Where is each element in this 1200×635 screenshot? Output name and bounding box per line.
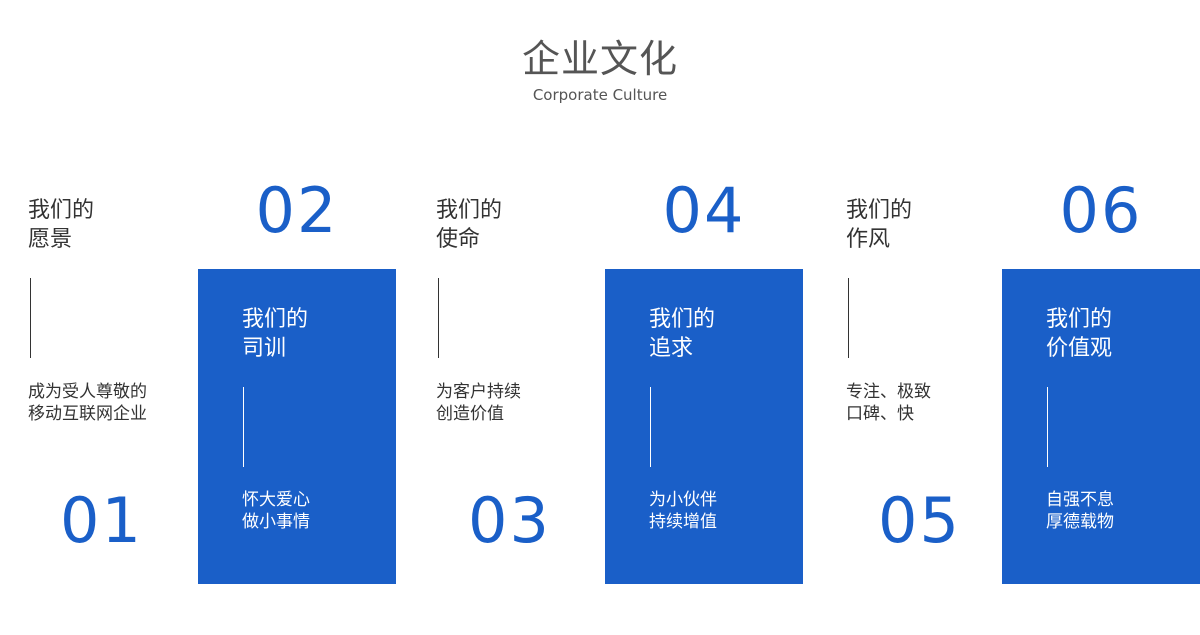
- divider-line: [650, 387, 651, 467]
- card-description: 怀大爱心 做小事情: [242, 490, 310, 532]
- page-title: 企业文化: [521, 37, 678, 81]
- card-heading: 我们的 追求: [649, 307, 716, 361]
- card-description: 为小伙伴 持续增值: [649, 490, 717, 532]
- divider-line: [438, 278, 439, 358]
- divider-line: [1047, 387, 1048, 467]
- card-number: 05: [878, 484, 961, 557]
- card-description: 专注、极致 口碑、快: [846, 382, 931, 424]
- card-number: 03: [468, 484, 551, 557]
- card-heading: 我们的 作风: [846, 198, 913, 252]
- card-heading: 我们的 愿景: [28, 198, 95, 252]
- card-description: 自强不息 厚德载物: [1046, 490, 1114, 532]
- culture-card-motto: 我们的 司训 怀大爱心 做小事情: [198, 269, 396, 584]
- card-description: 成为受人尊敬的 移动互联网企业: [28, 382, 147, 424]
- divider-line: [243, 387, 244, 467]
- divider-line: [30, 278, 31, 358]
- card-number: 02: [255, 174, 339, 247]
- card-number: 06: [1059, 174, 1143, 247]
- culture-card-mission: 我们的 使命 为客户持续 创造价值 03: [408, 180, 606, 585]
- page-subtitle: Corporate Culture: [532, 86, 668, 104]
- card-number: 01: [60, 484, 143, 557]
- culture-card-values: 我们的 价值观 自强不息 厚德载物: [1002, 269, 1200, 584]
- card-heading: 我们的 价值观: [1046, 307, 1113, 361]
- divider-line: [848, 278, 849, 358]
- culture-card-style: 我们的 作风 专注、极致 口碑、快 05: [818, 180, 1016, 585]
- card-heading: 我们的 司训: [242, 307, 309, 361]
- card-number: 04: [662, 174, 746, 247]
- culture-card-pursuit: 我们的 追求 为小伙伴 持续增值: [605, 269, 803, 584]
- card-heading: 我们的 使命: [436, 198, 503, 252]
- culture-card-vision: 我们的 愿景 成为受人尊敬的 移动互联网企业 01: [0, 180, 198, 585]
- card-description: 为客户持续 创造价值: [436, 382, 521, 424]
